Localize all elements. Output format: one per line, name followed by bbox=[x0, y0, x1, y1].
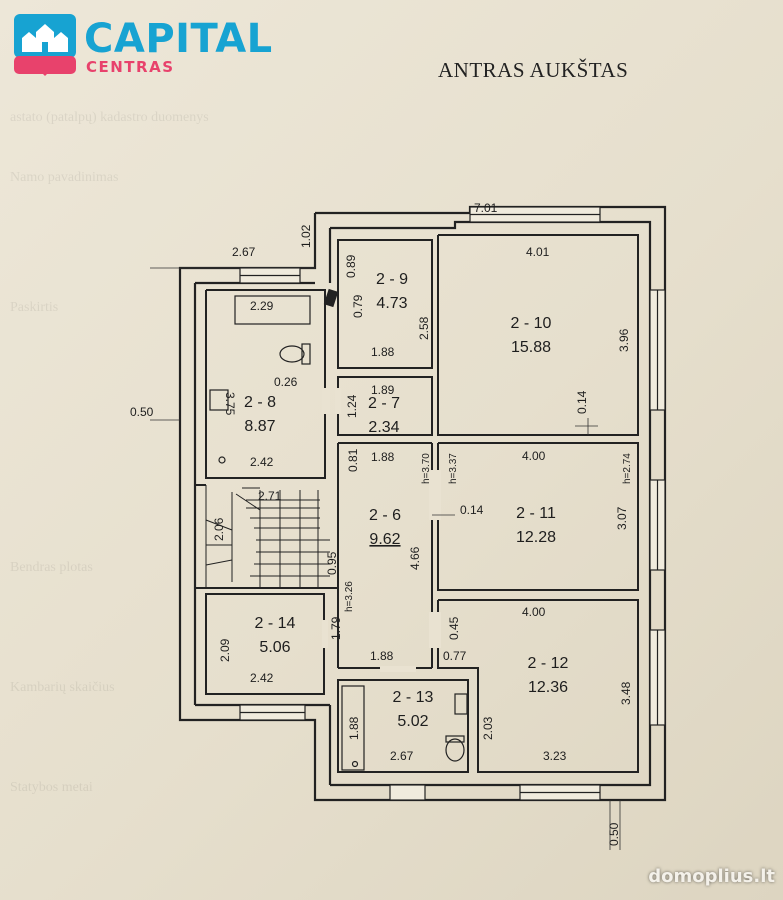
room-2-14-area: 5.06 bbox=[259, 639, 290, 656]
dimension-label: 1.02 bbox=[299, 224, 313, 248]
room-2-6-id: 2 - 6 bbox=[369, 507, 401, 524]
room-2-13-area: 5.02 bbox=[397, 713, 428, 730]
dimension-label: 0.79 bbox=[351, 294, 365, 318]
staircase bbox=[205, 485, 330, 588]
watermark: domoplius.lt bbox=[648, 866, 775, 887]
dimension-label: 1.89 bbox=[371, 383, 395, 397]
dimension-label: 0.95 bbox=[325, 551, 339, 575]
door-openings bbox=[322, 388, 441, 672]
drain-icon bbox=[218, 456, 226, 464]
sink bbox=[454, 693, 468, 715]
dimension-label: h=3.70 bbox=[421, 453, 432, 484]
bg-print-line: Namo pavadinimas bbox=[10, 170, 119, 185]
drain-icon bbox=[351, 760, 359, 768]
room-2-9-id: 2 - 9 bbox=[376, 271, 408, 288]
dimension-label: h=3.37 bbox=[448, 453, 459, 484]
dimension-label: 1.79 bbox=[329, 616, 343, 640]
dimension-label: 4.00 bbox=[522, 449, 546, 463]
dimension-label: 2.67 bbox=[390, 749, 414, 763]
dimension-label: h=2.74 bbox=[622, 453, 633, 484]
room-2-10-area: 15.88 bbox=[511, 339, 551, 356]
toilet bbox=[445, 738, 465, 762]
dimension-label: 7.01 bbox=[474, 201, 498, 215]
dimension-label: 2.71 bbox=[258, 489, 282, 503]
dimension-label: 1.24 bbox=[345, 394, 359, 418]
dimension-label: h=3.26 bbox=[344, 581, 355, 612]
plan-title: ANTRAS AUKŠTAS bbox=[438, 58, 629, 82]
dimension-label: 1.88 bbox=[370, 649, 394, 663]
dimension-label: 1.88 bbox=[371, 345, 395, 359]
dimension-label: 0.89 bbox=[344, 254, 358, 278]
room-2-12-area: 12.36 bbox=[528, 679, 568, 696]
room-2-8-id: 2 - 8 bbox=[244, 394, 276, 411]
room-2-11-area: 12.28 bbox=[516, 529, 556, 546]
dimension-label: 2.42 bbox=[250, 671, 274, 685]
dimension-label: 0.26 bbox=[274, 375, 298, 389]
dimension-label: 2.42 bbox=[250, 455, 274, 469]
bg-print-line: astato (patalpų) kadastro duomenys bbox=[10, 110, 209, 125]
dimension-label: 0.45 bbox=[447, 616, 461, 640]
bg-print-line: Paskirtis bbox=[10, 300, 59, 315]
dimension-label: 3.07 bbox=[615, 506, 629, 530]
room-2-12-id: 2 - 12 bbox=[528, 655, 569, 672]
room-2-8-area: 8.87 bbox=[244, 418, 275, 435]
brand-subname: CENTRAS bbox=[86, 58, 175, 76]
dimension-label: 3.23 bbox=[543, 749, 567, 763]
dimension-label: 0.77 bbox=[443, 649, 467, 663]
dimension-label: 0.14 bbox=[575, 390, 589, 414]
interior-walls bbox=[195, 234, 639, 773]
room-2-7-area: 2.34 bbox=[368, 419, 399, 436]
brand-logo: CAPITAL CENTRAS bbox=[14, 14, 279, 78]
room-labels: 2 - 6 9.62 2 - 7 2.34 2 - 8 8.87 2 - 9 4… bbox=[244, 271, 569, 730]
bathtub bbox=[234, 295, 311, 325]
house-logo-icon bbox=[14, 14, 76, 76]
dimension-labels: 7.01 1.02 2.67 0.89 0.79 2.58 4.01 3.96 … bbox=[130, 201, 633, 846]
room-2-13-id: 2 - 13 bbox=[393, 689, 434, 706]
bg-print-line: Kambarių skaičius bbox=[10, 680, 115, 695]
dimension-label: 4.01 bbox=[526, 245, 550, 259]
dimension-label: 2.03 bbox=[481, 716, 495, 740]
shower bbox=[341, 685, 365, 771]
dimension-label: 2.29 bbox=[250, 299, 274, 313]
dimension-label: 2.58 bbox=[417, 316, 431, 340]
windows bbox=[239, 206, 666, 801]
dimension-label: 2.67 bbox=[232, 245, 256, 259]
dimension-label: 3.48 bbox=[619, 681, 633, 705]
chimney-icon bbox=[323, 288, 339, 308]
dimension-label: 0.50 bbox=[607, 822, 621, 846]
brand-name: CAPITAL bbox=[84, 16, 273, 62]
dimension-label: 4.66 bbox=[408, 546, 422, 570]
room-2-10-id: 2 - 10 bbox=[511, 315, 552, 332]
dimension-label: 1.88 bbox=[371, 450, 395, 464]
dimension-label: 3.75 bbox=[223, 392, 237, 416]
room-2-14-id: 2 - 14 bbox=[255, 615, 296, 632]
dimension-label: 4.00 bbox=[522, 605, 546, 619]
bathroom-fixtures bbox=[209, 295, 468, 771]
dimension-label: 1.88 bbox=[347, 716, 361, 740]
dimension-label: 2.06 bbox=[212, 517, 226, 541]
dimension-label: 2.09 bbox=[218, 638, 232, 662]
room-2-6-area: 9.62 bbox=[369, 531, 400, 548]
room-2-9-area: 4.73 bbox=[376, 295, 407, 312]
dimension-label: 0.50 bbox=[130, 405, 154, 419]
bg-print-line: Statybos metai bbox=[10, 780, 93, 795]
dimension-label: 0.14 bbox=[460, 503, 484, 517]
dimension-lines bbox=[150, 267, 621, 850]
dimension-label: 0.81 bbox=[346, 448, 360, 472]
room-2-7-id: 2 - 7 bbox=[368, 395, 400, 412]
toilet bbox=[279, 345, 305, 363]
bg-print-line: Bendras plotas bbox=[10, 560, 93, 575]
dimension-label: 3.96 bbox=[617, 328, 631, 352]
room-2-11-id: 2 - 11 bbox=[516, 505, 556, 522]
